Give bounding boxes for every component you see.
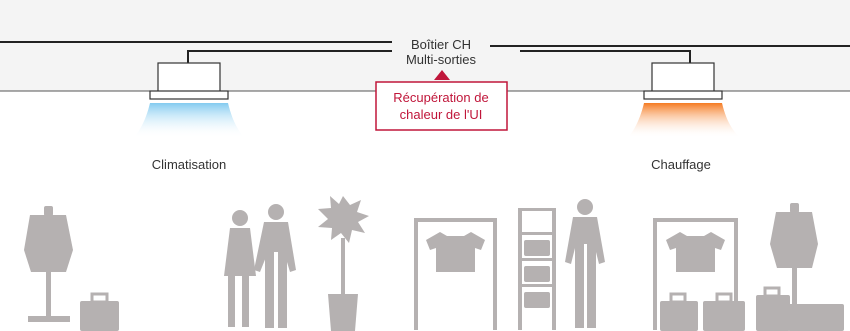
cool-air-icon bbox=[134, 103, 244, 138]
shop-silhouettes bbox=[24, 196, 844, 331]
heating-label: Chauffage bbox=[651, 157, 711, 172]
heating-cassette-icon bbox=[643, 62, 723, 100]
callout-line1: Récupération de bbox=[393, 90, 488, 105]
clothes-rack-icon bbox=[653, 218, 738, 330]
refrigerant-pipes bbox=[0, 41, 850, 64]
suitcase-icon bbox=[660, 286, 844, 331]
callout-line2: chaleur de l'UI bbox=[400, 107, 483, 122]
heat-recovery-callout: Récupération de chaleur de l'UI bbox=[375, 70, 508, 131]
mannequin-icon bbox=[770, 203, 818, 311]
warm-air-icon bbox=[628, 103, 740, 138]
suitcase-icon bbox=[80, 292, 119, 331]
person-icon bbox=[565, 199, 605, 328]
mannequin-icon bbox=[24, 206, 73, 322]
callout-arrow-icon bbox=[434, 70, 450, 80]
potted-tree-icon bbox=[318, 196, 369, 331]
couple-icon bbox=[224, 204, 296, 328]
cooling-cassette-icon bbox=[149, 62, 229, 100]
box-label-line1: Boîtier CH bbox=[411, 37, 471, 52]
cooling-label: Climatisation bbox=[152, 157, 226, 172]
box-label-line2: Multi-sorties bbox=[406, 52, 477, 67]
shelf-icon bbox=[518, 208, 556, 330]
clothes-rack-icon bbox=[414, 218, 497, 330]
